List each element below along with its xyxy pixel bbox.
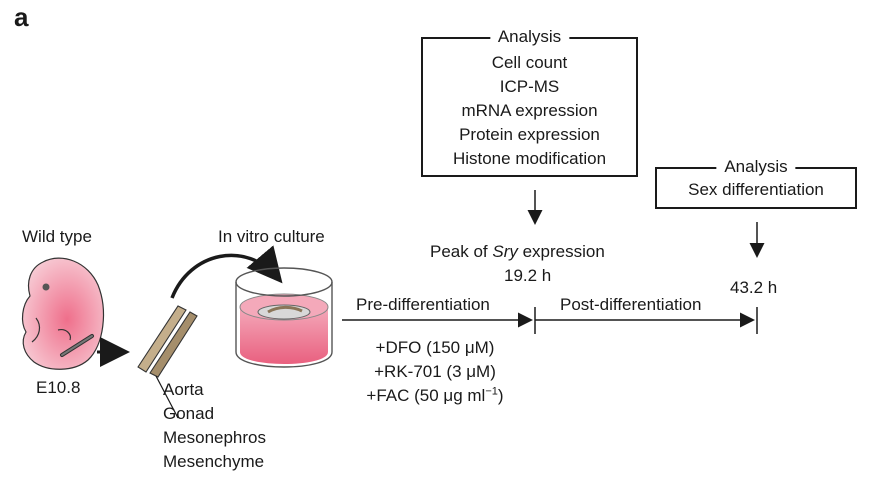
analysis-item-sex-differentiation: Sex differentiation <box>688 180 824 199</box>
post-differentiation-label: Post-differentiation <box>560 295 702 314</box>
endpoint-time: 43.2 h <box>730 278 778 297</box>
analysis-box-secondary-title: Analysis <box>716 155 796 179</box>
treatment-fac: +FAC (50 μg ml−1) <box>366 385 504 405</box>
panel-label: a <box>14 2 29 32</box>
analysis-box-primary: Analysis Cell count ICP-MS mRNA expressi… <box>421 25 638 177</box>
analysis-item-cell-count: Cell count <box>491 53 568 72</box>
treatment-dfo: +DFO (150 μM) <box>375 338 495 357</box>
tissue-label-mesenchyme: Mesenchyme <box>163 452 265 471</box>
sry-peak-time: 19.2 h <box>504 266 552 285</box>
pre-differentiation-label: Pre-differentiation <box>356 295 490 314</box>
embryo-genotype-label: Wild type <box>22 227 92 246</box>
embryo-stage-label: E10.8 <box>36 378 81 397</box>
analysis-item-list: Cell count ICP-MS mRNA expression Protei… <box>423 51 636 171</box>
sry-gene-name: Sry <box>492 242 518 261</box>
tissue-label-gonad: Gonad <box>163 404 215 423</box>
culture-dish-illustration <box>235 267 333 368</box>
analysis-box-primary-title: Analysis <box>489 25 570 49</box>
treatment-rk701: +RK-701 (3 μM) <box>374 362 496 381</box>
analysis-item-mrna: mRNA expression <box>461 101 598 120</box>
culture-label: In vitro culture <box>218 227 325 246</box>
treatment-list: +DFO (150 μM) +RK-701 (3 μM) +FAC (50 μg… <box>350 336 520 408</box>
analysis-item-icp-ms: ICP-MS <box>499 77 560 96</box>
analysis-item-histone: Histone modification <box>452 149 607 168</box>
culture-transfer-arrow <box>170 245 283 299</box>
tissue-illustration <box>137 305 198 419</box>
embryo-illustration <box>21 257 105 370</box>
tissue-label-mesonephros: Mesonephros <box>163 428 267 447</box>
sry-peak-label: Peak of Sry expression <box>430 242 605 261</box>
tissue-label-list: Aorta Gonad Mesonephros Mesenchyme <box>163 378 266 474</box>
analysis-item-protein: Protein expression <box>459 125 600 144</box>
tissue-label-aorta: Aorta <box>163 380 204 399</box>
analysis-box-secondary: Analysis Sex differentiation <box>655 155 857 209</box>
